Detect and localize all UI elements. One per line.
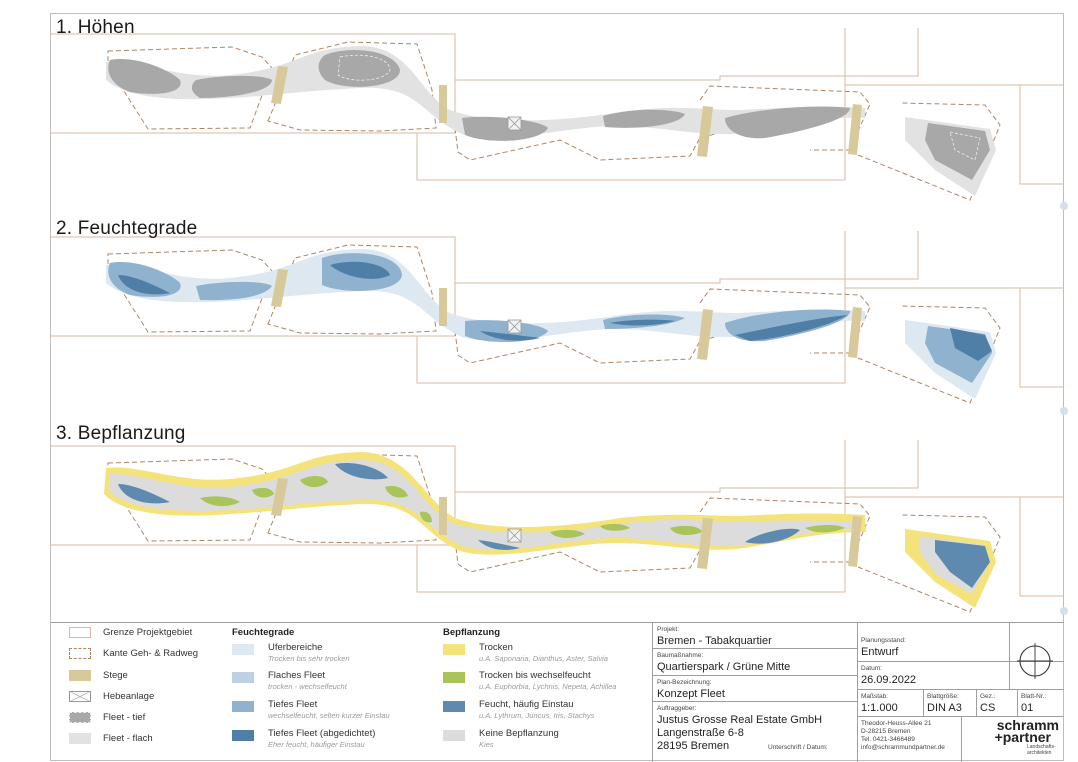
office-address-2: D-28215 Bremen xyxy=(861,728,911,735)
label-projekt: Projekt: xyxy=(657,626,680,633)
massnahme-value: Quartierspark / Grüne Mitte xyxy=(657,661,791,673)
plan-hoehen xyxy=(49,27,1065,201)
legend-kante: Kante Geh- & Radweg xyxy=(69,648,198,659)
blattgroesse-value: DIN A3 xyxy=(927,702,962,714)
plan-bepflanzung xyxy=(49,439,1065,613)
section-title-feuchtegrade: 2. Feuchtegrade xyxy=(56,218,198,239)
stege-icon xyxy=(69,670,91,681)
legend-heading-feuchtegrade: Feuchtegrade xyxy=(232,627,295,638)
legend-hebeanlage: Hebeanlage xyxy=(69,691,154,702)
label-massstab: Maßstab: xyxy=(861,693,889,700)
blattnr-value: 01 xyxy=(1021,702,1034,714)
massstab-value: 1:1.000 xyxy=(861,702,898,714)
legend-fleet-tief: Fleet - tief xyxy=(69,712,145,723)
swatch xyxy=(232,672,254,683)
office-address-1: Theodor-Heuss-Allee 21 xyxy=(861,720,932,727)
label-blattgroesse: Blattgröße: xyxy=(927,693,959,700)
fleet-tief-icon xyxy=(69,712,91,723)
datum-value: 26.09.2022 xyxy=(861,674,917,686)
label-planungsstand: Planungsstand: xyxy=(861,637,906,644)
swatch xyxy=(232,701,254,712)
label-unterschrift: Unterschrift / Datum: xyxy=(768,744,828,751)
fleet-flach-icon xyxy=(69,733,91,744)
swatch xyxy=(443,644,465,655)
swatch xyxy=(232,644,254,655)
planungsstand-value: Entwurf xyxy=(861,646,899,658)
swatch xyxy=(443,701,465,712)
swatch xyxy=(232,730,254,741)
auftraggeber-street: Langenstraße 6-8 xyxy=(657,727,744,739)
label-blattnr: Blatt-Nr.: xyxy=(1021,693,1047,700)
boundary-icon xyxy=(69,627,91,638)
label-gez: Gez.: xyxy=(980,693,996,700)
hebeanlage-icon xyxy=(507,319,522,334)
label-massnahme: Baumaßnahme: xyxy=(657,652,704,659)
north-arrow-icon xyxy=(1017,643,1053,679)
label-datum: Datum: xyxy=(861,665,882,672)
projekt-value: Bremen - Tabakquartier xyxy=(657,635,772,647)
hebeanlage-icon xyxy=(507,528,522,543)
hebeanlage-icon xyxy=(69,691,91,702)
section-title-hoehen: 1. Höhen xyxy=(56,17,135,38)
auftraggeber-city: 28195 Bremen xyxy=(657,740,730,752)
label-plan: Plan-Bezeichnung: xyxy=(657,679,712,686)
swatch xyxy=(443,730,465,741)
legend-heading-bepflanzung: Bepflanzung xyxy=(443,627,500,638)
office-phone: Tel. 0421-3466489 xyxy=(861,736,915,743)
auftraggeber-name: Justus Grosse Real Estate GmbH xyxy=(657,714,823,726)
dashed-edge-icon xyxy=(69,648,91,659)
gez-value: CS xyxy=(980,702,996,714)
section-title-bepflanzung: 3. Bepflanzung xyxy=(56,423,186,444)
swatch xyxy=(443,672,465,683)
site-plan xyxy=(49,27,1068,615)
edge-marker xyxy=(1060,202,1068,210)
company-logo: schramm +partner Landschafts- architekte… xyxy=(994,717,1059,756)
plan-feuchtegrade xyxy=(49,230,1065,404)
label-auftraggeber: Auftraggeber: xyxy=(657,705,697,712)
edge-marker xyxy=(1060,607,1068,615)
plan-value: Konzept Fleet xyxy=(657,688,725,700)
legend-stege: Stege xyxy=(69,670,128,681)
legend: Grenze Projektgebiet Kante Geh- & Radweg… xyxy=(51,622,1064,762)
office-email: info@schrammundpartner.de xyxy=(861,744,945,751)
legend-fleet-flach: Fleet - flach xyxy=(69,733,153,744)
edge-marker xyxy=(1060,407,1068,415)
legend-grenze: Grenze Projektgebiet xyxy=(69,627,192,638)
hebeanlage-icon xyxy=(507,116,522,131)
